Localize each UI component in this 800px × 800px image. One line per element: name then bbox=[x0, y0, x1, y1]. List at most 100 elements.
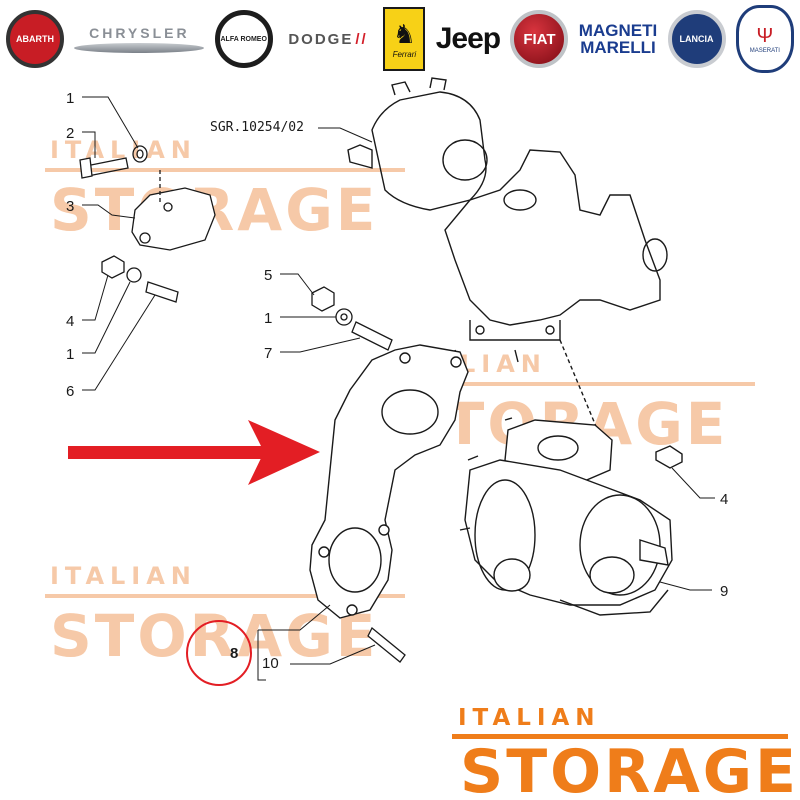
stud-part-10 bbox=[367, 626, 406, 663]
manifold-flange-bolt-hole bbox=[545, 325, 555, 335]
callout-mid-5: 5 bbox=[264, 267, 272, 284]
prancing-horse-icon: ♞ bbox=[392, 19, 417, 49]
leader-left-1 bbox=[82, 281, 131, 354]
fiat-logo-text: FIAT bbox=[523, 30, 556, 48]
maserati-logo-text: MASERATI bbox=[749, 47, 780, 54]
leader-left-6 bbox=[82, 294, 156, 391]
leader-mid-5 bbox=[280, 273, 315, 296]
bolt-head bbox=[79, 157, 93, 179]
arrow-head bbox=[248, 420, 320, 485]
leader-right-4 bbox=[671, 467, 715, 499]
hex-nut bbox=[655, 445, 683, 469]
watermark-top: ITALIAN STORAGE bbox=[45, 136, 405, 244]
callout-mid-7: 7 bbox=[264, 345, 272, 362]
turbine-outlet bbox=[589, 556, 635, 594]
callout-top-left-1: 1 bbox=[66, 90, 74, 107]
manifold-port-1 bbox=[442, 139, 488, 181]
callout-right-9: 9 bbox=[720, 583, 728, 600]
washer bbox=[335, 308, 353, 326]
jeep-logo-text: Jeep bbox=[435, 22, 501, 55]
elbow-lower-port bbox=[328, 527, 382, 593]
abarth-logo-text: ABARTH bbox=[16, 34, 54, 44]
chrysler-wing-icon bbox=[74, 43, 205, 53]
hex-nut bbox=[311, 286, 335, 312]
chrysler-logo-text: CHRYSLER bbox=[89, 25, 190, 41]
footer-logo-line2: STORAGE bbox=[460, 737, 799, 800]
washer bbox=[132, 145, 148, 163]
ferrari-logo-text: Ferrari bbox=[392, 50, 417, 59]
bracket-hole bbox=[139, 232, 151, 244]
manifold-flange-ears bbox=[391, 77, 447, 96]
compressor-outlet bbox=[493, 558, 531, 592]
watermark-bottom: ITALIAN STORAGE bbox=[45, 562, 405, 670]
callout-right-4: 4 bbox=[720, 491, 728, 508]
footer-logo: ITALIAN STORAGE bbox=[452, 705, 799, 800]
callout-left-1: 1 bbox=[66, 346, 74, 363]
mounting-bracket bbox=[131, 187, 216, 251]
callout-bottom-10: 10 bbox=[262, 655, 279, 672]
oil-line bbox=[559, 589, 669, 616]
stud bbox=[145, 281, 179, 303]
stud bbox=[351, 321, 393, 351]
callout-leaders bbox=[82, 96, 715, 681]
fiat-logo: FIAT bbox=[510, 10, 569, 68]
middle-hardware bbox=[311, 286, 393, 351]
washer-hole bbox=[136, 149, 144, 159]
trident-icon: Ψ bbox=[756, 24, 774, 47]
dodge-logo: DODGE// bbox=[283, 7, 373, 71]
elbow-bolt-hole bbox=[378, 524, 390, 536]
leader-top-left-1 bbox=[82, 96, 139, 149]
arrow-shaft bbox=[68, 446, 268, 459]
brand-logo-bar: ABARTH CHRYSLER ALFA ROMEO DODGE// ♞Ferr… bbox=[0, 0, 800, 78]
leader-bottom-10 bbox=[290, 644, 376, 665]
ferrari-logo: ♞Ferrari bbox=[383, 7, 426, 71]
alfa-romeo-logo-text: ALFA ROMEO bbox=[220, 35, 267, 43]
reference-code-leader bbox=[318, 127, 373, 143]
elbow-bolt-hole bbox=[450, 356, 462, 368]
jeep-logo: Jeep bbox=[435, 7, 501, 71]
leader-right-9 bbox=[659, 581, 712, 591]
leader-top-left-3 bbox=[82, 204, 136, 219]
manifold-pipe-stub bbox=[347, 144, 373, 169]
turbine-inlet-port bbox=[537, 435, 579, 461]
wastegate-actuator bbox=[639, 539, 669, 566]
dodge-logo-text: DODGE bbox=[288, 30, 354, 48]
leader-top-left-2 bbox=[82, 131, 96, 158]
manifold-flange-bolt-hole bbox=[475, 325, 485, 335]
callout-bottom-8: 8 bbox=[230, 645, 238, 662]
red-pointer-arrow bbox=[68, 420, 320, 485]
watermark-middle-rule bbox=[395, 382, 755, 386]
hex-nut bbox=[101, 255, 125, 279]
manifold-turbo-flange bbox=[469, 320, 561, 341]
washer-hole bbox=[340, 313, 348, 321]
washer bbox=[126, 267, 142, 283]
abarth-logo: ABARTH bbox=[6, 10, 64, 68]
elbow-bolt-hole bbox=[318, 546, 330, 558]
footer-logo-line1: ITALIAN bbox=[458, 705, 601, 731]
watermark-bottom-line1: ITALIAN bbox=[50, 562, 197, 590]
bracket-assembly bbox=[79, 145, 216, 303]
exhaust-elbow-part-8 bbox=[309, 344, 469, 619]
watermark-bottom-rule bbox=[45, 594, 405, 598]
elbow-upper-port bbox=[381, 389, 439, 435]
dodge-stripes-icon: // bbox=[355, 30, 368, 48]
watermark-bottom-line2: STORAGE bbox=[50, 602, 378, 670]
callout-left-6: 6 bbox=[66, 383, 74, 400]
elbow-bolt-hole bbox=[399, 352, 411, 364]
highlight-circle bbox=[186, 620, 252, 686]
leader-bottom-8 bbox=[257, 604, 331, 681]
bracket-hole bbox=[163, 202, 173, 212]
callout-top-left-3: 3 bbox=[66, 198, 74, 215]
magneti-logo-line1: MAGNETI bbox=[578, 21, 658, 40]
manifold-port-3 bbox=[642, 238, 668, 272]
leader-left-4 bbox=[82, 274, 109, 321]
chrysler-logo: CHRYSLER bbox=[74, 7, 205, 71]
footer-logo-rule bbox=[452, 734, 788, 739]
lancia-logo-text: LANCIA bbox=[679, 34, 714, 44]
callout-left-4: 4 bbox=[66, 313, 74, 330]
turbocharger-part-9 bbox=[459, 417, 683, 616]
watermark-top-rule bbox=[45, 168, 405, 172]
